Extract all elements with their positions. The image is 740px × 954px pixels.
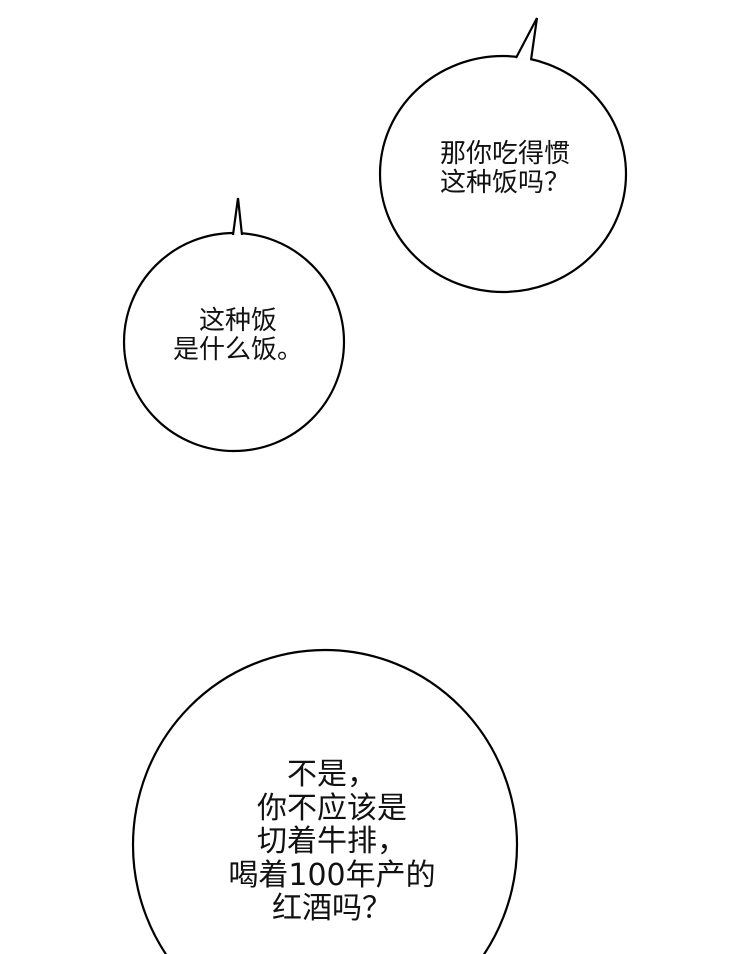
speech-bubble-2 xyxy=(122,197,346,453)
bubble-2-tail xyxy=(231,197,244,236)
bubble-1-text: 那你吃得惯 这种饭吗？ xyxy=(439,139,571,199)
bubble-1-line: 这种饭吗？ xyxy=(439,168,571,199)
bubble-2-line: 这种饭 xyxy=(198,306,278,336)
bubble-3-line: 切着牛排， xyxy=(256,824,407,860)
bubble-1-line: 那你吃得惯 xyxy=(439,139,571,169)
speech-bubble-1 xyxy=(378,17,628,294)
bubble-3-line: 你不应该是 xyxy=(256,790,407,826)
bubble-3-line: 喝着100年产的 xyxy=(228,857,436,893)
speech-bubble-3 xyxy=(131,648,519,954)
bubble-1-tail xyxy=(515,17,539,61)
bubble-2-text: 这种饭 是什么饭。 xyxy=(172,306,304,366)
bubble-3-text: 不是， 你不应该是 切着牛排， 喝着100年产的 红酒吗？ xyxy=(228,758,435,926)
bubble-3-line: 红酒吗？ xyxy=(271,891,392,927)
bubble-2-line: 是什么饭。 xyxy=(172,335,304,366)
bubble-3-line: 不是， xyxy=(286,757,377,792)
